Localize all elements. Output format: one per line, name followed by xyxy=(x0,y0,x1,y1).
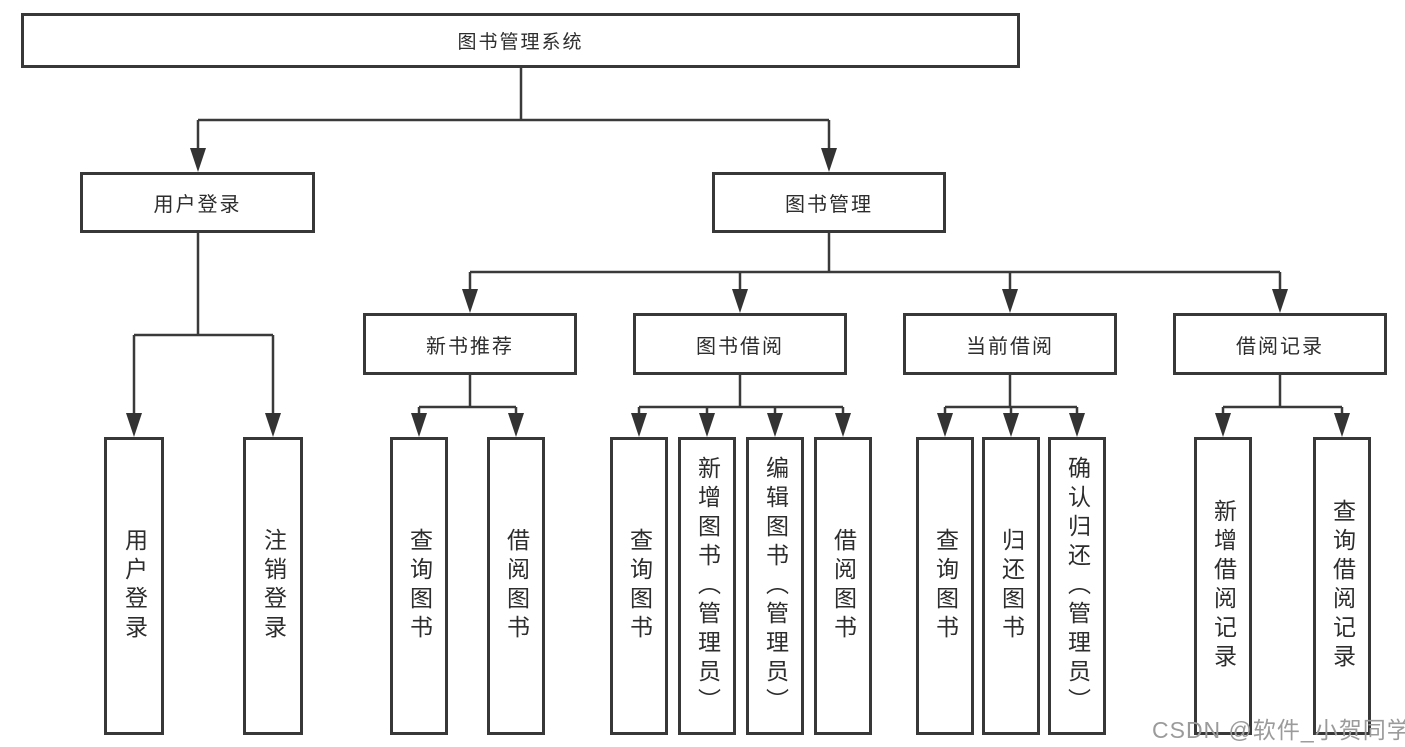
node-label: 新增借阅记录 xyxy=(1210,499,1237,673)
node-label: 查询图书 xyxy=(406,528,433,644)
node-leaf-query-books-current: 查询图书 xyxy=(916,437,974,735)
node-borrow-records: 借阅记录 xyxy=(1173,313,1387,375)
node-label: 借阅图书 xyxy=(830,528,857,644)
node-label: 新书推荐 xyxy=(426,335,514,358)
node-label: 查询借阅记录 xyxy=(1329,499,1356,673)
node-user-login-branch: 用户登录 xyxy=(80,172,315,233)
node-label: 确认归还（管理员） xyxy=(1064,455,1091,717)
node-book-management: 图书管理 xyxy=(712,172,946,233)
node-leaf-borrow-books-recommend: 借阅图书 xyxy=(487,437,545,735)
node-leaf-return-books: 归还图书 xyxy=(982,437,1040,735)
node-leaf-borrow-books: 借阅图书 xyxy=(814,437,872,735)
node-leaf-query-books-recommend: 查询图书 xyxy=(390,437,448,735)
node-label: 查询图书 xyxy=(932,528,959,644)
node-current-borrow: 当前借阅 xyxy=(903,313,1117,375)
node-leaf-user-login: 用户登录 xyxy=(104,437,164,735)
node-leaf-logout: 注销登录 xyxy=(243,437,303,735)
node-label: 归还图书 xyxy=(998,528,1025,644)
node-label: 编辑图书（管理员） xyxy=(762,455,789,717)
node-label: 注销登录 xyxy=(260,528,287,644)
node-label: 图书借阅 xyxy=(696,335,784,358)
node-label: 借阅记录 xyxy=(1236,335,1324,358)
node-label: 图书管理系统 xyxy=(457,32,584,53)
node-label: 用户登录 xyxy=(153,194,242,216)
node-label: 新增图书（管理员） xyxy=(694,455,721,717)
node-label: 当前借阅 xyxy=(966,335,1054,358)
node-leaf-query-books-borrow: 查询图书 xyxy=(610,437,668,735)
node-leaf-query-borrow-record: 查询借阅记录 xyxy=(1313,437,1371,735)
node-leaf-edit-book-admin: 编辑图书（管理员） xyxy=(746,437,804,735)
node-label: 图书管理 xyxy=(785,194,873,216)
node-label: 用户登录 xyxy=(121,528,148,644)
node-root-library-system: 图书管理系统 xyxy=(21,13,1020,68)
node-leaf-add-borrow-record: 新增借阅记录 xyxy=(1194,437,1252,735)
node-label: 查询图书 xyxy=(626,528,653,644)
node-label: 借阅图书 xyxy=(503,528,530,644)
node-book-borrow: 图书借阅 xyxy=(633,313,847,375)
node-new-book-recommend: 新书推荐 xyxy=(363,313,577,375)
node-leaf-confirm-return-admin: 确认归还（管理员） xyxy=(1048,437,1106,735)
node-leaf-add-book-admin: 新增图书（管理员） xyxy=(678,437,736,735)
csdn-watermark: CSDN @软件_小贺同学 xyxy=(1152,717,1405,743)
